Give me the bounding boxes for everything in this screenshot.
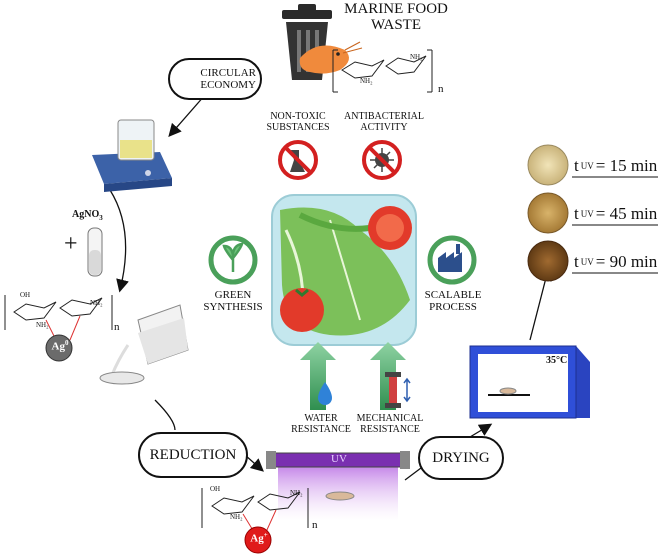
chem-oh-left: OH [20, 291, 31, 299]
drying-step: DRYING [418, 436, 504, 480]
scalable-process-label: SCALABLE PROCESS [420, 289, 486, 313]
scalable-line2: PROCESS [429, 300, 477, 313]
petri-dish-icon [99, 371, 145, 385]
shrimp-icon [299, 41, 363, 74]
circular-economy-badge: CIRCULAR ECONOMY [168, 58, 262, 100]
water-line1: WATER [304, 413, 338, 424]
reagent-text: AgNO [72, 209, 100, 220]
film-15min [527, 144, 569, 186]
title-line1: MARINE FOOD [344, 1, 448, 17]
water-resistance-arrow [300, 342, 336, 410]
reagent-subscript: 3 [99, 214, 103, 222]
ag0-sup: 0 [64, 339, 69, 347]
film-45min [527, 192, 569, 234]
mechanical-line1: MECHANICAL [356, 413, 424, 424]
green-line1: GREEN [214, 289, 252, 301]
non-toxic-label: NON-TOXIC SUBSTANCES [266, 111, 330, 133]
antibacterial-label: ANTIBACTERIAL ACTIVITY [344, 111, 424, 133]
chem-nh2-bottom2: NH₂ [290, 489, 303, 497]
circular-line1: CIRCULAR [200, 66, 256, 79]
chitosan-structure-left [4, 295, 113, 341]
scalable-line1: SCALABLE [424, 289, 482, 301]
beaker-pouring-icon [110, 304, 189, 376]
antibacterial-line1: ANTIBACTERIAL [344, 111, 424, 122]
mechanical-resistance-label: MECHANICAL RESISTANCE [350, 413, 430, 435]
chem-nh2-top2: NH₂ [360, 77, 373, 85]
chem-nh2-left: NH₂ [36, 321, 49, 329]
ag0-text: Ag [51, 340, 65, 353]
uv-lamp-icon [266, 451, 410, 469]
oven-icon [469, 345, 590, 419]
chain-n-top: n [438, 83, 444, 95]
title-marine-food-waste: MARINE FOOD WASTE [336, 1, 456, 34]
magnetic-stirrer-icon [92, 119, 172, 192]
green-line2: SYNTHESIS [203, 300, 263, 313]
film-90-value: = 90 min [595, 252, 658, 271]
salad-film-image [271, 194, 417, 346]
arrow-circular-to-stirrer [168, 94, 206, 137]
agno3-label: AgNO3 [72, 209, 103, 222]
chem-nh2-left2: NH₂ [90, 299, 103, 307]
film-15-sub: UV [580, 161, 594, 171]
ag-plus-sphere [244, 526, 272, 554]
green-synthesis-label: GREEN SYNTHESIS [200, 289, 266, 313]
chem-nh2-bottom: NH₂ [230, 513, 243, 521]
agplus-label: Ag+ [249, 531, 269, 545]
non-toxic-icon [278, 140, 318, 180]
uv-sample-dish [325, 491, 355, 501]
film-45-sub: UV [580, 209, 594, 219]
non-toxic-line2: SUBSTANCES [266, 121, 330, 133]
film-15-value: = 15 min [595, 156, 658, 175]
ag0-label: Ag0 [50, 339, 70, 353]
arrow-oven-to-films [529, 267, 552, 341]
title-line2: WASTE [371, 16, 421, 33]
test-tube-icon [87, 227, 103, 277]
antibacterial-icon [362, 140, 402, 180]
plus-sign: + [64, 231, 78, 257]
arrow-stirrer-to-beaker [109, 189, 129, 293]
film-90min [527, 240, 569, 282]
non-toxic-line1: NON-TOXIC [270, 111, 326, 122]
chitosan-structure-top [332, 49, 433, 93]
film-15-t: t [574, 156, 579, 175]
film-90-sub: UV [580, 257, 594, 267]
tensile-test-icon [385, 372, 411, 408]
antibacterial-line2: ACTIVITY [360, 121, 408, 133]
water-drop-icon [318, 382, 332, 405]
film-45-value: = 45 min [595, 204, 658, 223]
film-45-t: t [574, 204, 579, 223]
film-underlines [572, 176, 658, 274]
oven-temperature: 35°C [546, 355, 568, 366]
factory-icon [427, 235, 477, 285]
reduction-step: REDUCTION [138, 432, 248, 478]
arrow-to-reduction [154, 399, 176, 431]
chain-n-left: n [114, 321, 120, 333]
water-line2: RESISTANCE [291, 423, 351, 435]
ag0-sphere [45, 334, 73, 362]
chem-oh-bottom: OH [210, 485, 221, 493]
chain-n-bottom: n [312, 519, 318, 531]
agplus-sup: + [263, 531, 268, 539]
circular-line2: ECONOMY [200, 79, 256, 91]
agplus-text: Ag [250, 532, 264, 545]
mechanical-line2: RESISTANCE [360, 423, 420, 435]
film-90-t: t [574, 252, 579, 271]
leaf-icon [208, 235, 258, 285]
water-resistance-label: WATER RESISTANCE [286, 413, 356, 435]
uv-label: UV [331, 453, 347, 465]
chem-nh2-top: NH₂ [410, 53, 423, 61]
